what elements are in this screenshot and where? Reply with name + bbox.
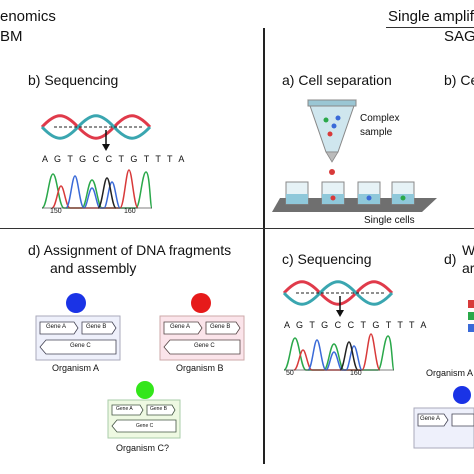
br-organism-a-label: Organism A	[426, 368, 474, 378]
trace-blue	[307, 339, 363, 371]
br-partial-gene-markers	[468, 300, 474, 332]
organism-b-gene-c: Gene C	[194, 343, 215, 349]
organism-a-gene-a: Gene A	[46, 324, 67, 330]
tl-tick-1: 150	[50, 208, 62, 215]
br-organism-a-gene-a: Gene A	[420, 416, 441, 422]
br-organism-a-genome-box	[413, 407, 474, 449]
horizontal-divider	[0, 228, 474, 229]
organism-b-gene-a: Gene A	[170, 324, 191, 330]
organism-b-dot	[191, 293, 211, 313]
organism-c-gene-b: Gene B	[150, 406, 167, 412]
header-right-line2: SAG	[444, 28, 474, 45]
organism-c-gene-c: Gene C	[136, 423, 154, 429]
br-d-title-1: d)	[444, 251, 457, 267]
br-organism-a-dot	[453, 386, 471, 404]
trace-black	[339, 341, 359, 371]
vertical-divider	[263, 28, 265, 464]
helix-strand-teal	[40, 114, 152, 140]
header-underline	[386, 27, 474, 28]
organism-b-gene-b: Gene B	[210, 324, 231, 330]
header-left-line2: BM	[0, 28, 23, 45]
tl-arrow-down	[102, 130, 110, 151]
br-sequencing-title: c) Sequencing	[282, 251, 372, 267]
br-tick-1: 50	[286, 370, 294, 377]
trace-black	[97, 177, 117, 209]
tl-sequence-text: A G T G C C T G T T T A	[42, 154, 187, 164]
tl-tick-2: 160	[124, 208, 136, 215]
br-arrow-down	[336, 296, 344, 317]
organism-c-dot	[136, 381, 154, 399]
tube-3	[357, 181, 381, 205]
header-left-line1: enomics	[0, 8, 56, 25]
tl-sequencing-title: b) Sequencing	[28, 72, 119, 88]
tr-cell-separation-title: a) Cell separation	[282, 72, 392, 88]
tr-b-title: b) Ce	[444, 72, 474, 88]
br-chromatogram	[283, 333, 395, 371]
trace-red	[51, 169, 139, 209]
trace-green	[41, 171, 153, 209]
trace-blue	[65, 175, 121, 209]
organism-a-dot	[66, 293, 86, 313]
trace-green	[283, 335, 395, 371]
header-right-line1: Single amplified	[388, 8, 474, 25]
br-sequence-text: A G T G C C T G T T T A	[284, 320, 429, 330]
organism-b-label: Organism B	[176, 363, 224, 373]
single-cells-label: Single cells	[364, 215, 415, 226]
br-d-title-1b: W	[462, 242, 474, 258]
bl-assignment-title-2: and assembly	[50, 260, 137, 276]
helix-strand-red	[282, 280, 394, 306]
br-dna-helix	[282, 280, 394, 306]
tl-chromatogram	[41, 169, 153, 209]
organism-b-genome-box	[159, 315, 245, 361]
tl-dna-helix	[40, 114, 152, 140]
tr-conveyor-tray	[272, 181, 437, 212]
organism-a-genome-box	[35, 315, 121, 361]
organism-a-label: Organism A	[52, 363, 100, 373]
organism-a-gene-b: Gene B	[86, 324, 107, 330]
tube-2	[321, 181, 345, 205]
complex-sample-label-2: sample	[360, 127, 393, 138]
organism-c-gene-a: Gene A	[116, 406, 133, 412]
helix-strand-teal	[282, 280, 394, 306]
tube-4	[391, 181, 415, 205]
complex-sample-label-1: Complex	[360, 113, 400, 124]
organism-a-gene-c: Gene C	[70, 343, 91, 349]
tube-1	[285, 181, 309, 205]
organism-c-label: Organism C?	[116, 443, 170, 453]
bl-assignment-title-1: d) Assignment of DNA fragments	[28, 242, 232, 258]
br-tick-2: 160	[350, 370, 362, 377]
complex-sample-funnel	[307, 99, 357, 175]
helix-strand-red	[40, 114, 152, 140]
organism-c-genome-box	[107, 399, 181, 439]
br-d-title-2: ar	[462, 260, 474, 276]
